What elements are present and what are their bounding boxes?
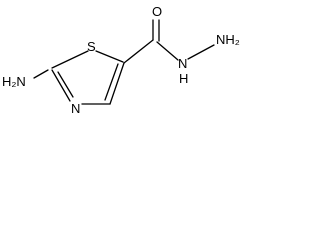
bond-c2-s1: [51, 50, 89, 69]
hydrazide-hydrogen-label: H: [179, 71, 188, 86]
bond-c2-n3-a: [51, 69, 71, 102]
bond-s1-c5: [95, 50, 124, 63]
atom-labels: H₂N S N O N H NH₂: [2, 4, 240, 116]
bond-amine-c2: [33, 69, 49, 79]
amine-label: H₂N: [2, 74, 26, 89]
bond-n-n: [187, 44, 215, 60]
bond-carbonyl-n: [156, 41, 179, 61]
hydrazide-nitrogen-label: N: [178, 56, 187, 71]
ring-nitrogen-label: N: [71, 101, 80, 116]
terminal-amine-label: NH₂: [216, 32, 240, 47]
chemical-structure-diagram: H₂N S N O N H NH₂: [2, 4, 240, 116]
sulfur-label: S: [87, 39, 96, 54]
oxygen-label: O: [152, 4, 162, 19]
bond-c4-c5-a: [109, 62, 125, 105]
bond-c4-c5-b: [104, 63, 119, 101]
bond-c5-carbonyl: [123, 39, 154, 64]
bonds: [33, 19, 215, 105]
bond-c2-n3-b: [57, 71, 74, 98]
